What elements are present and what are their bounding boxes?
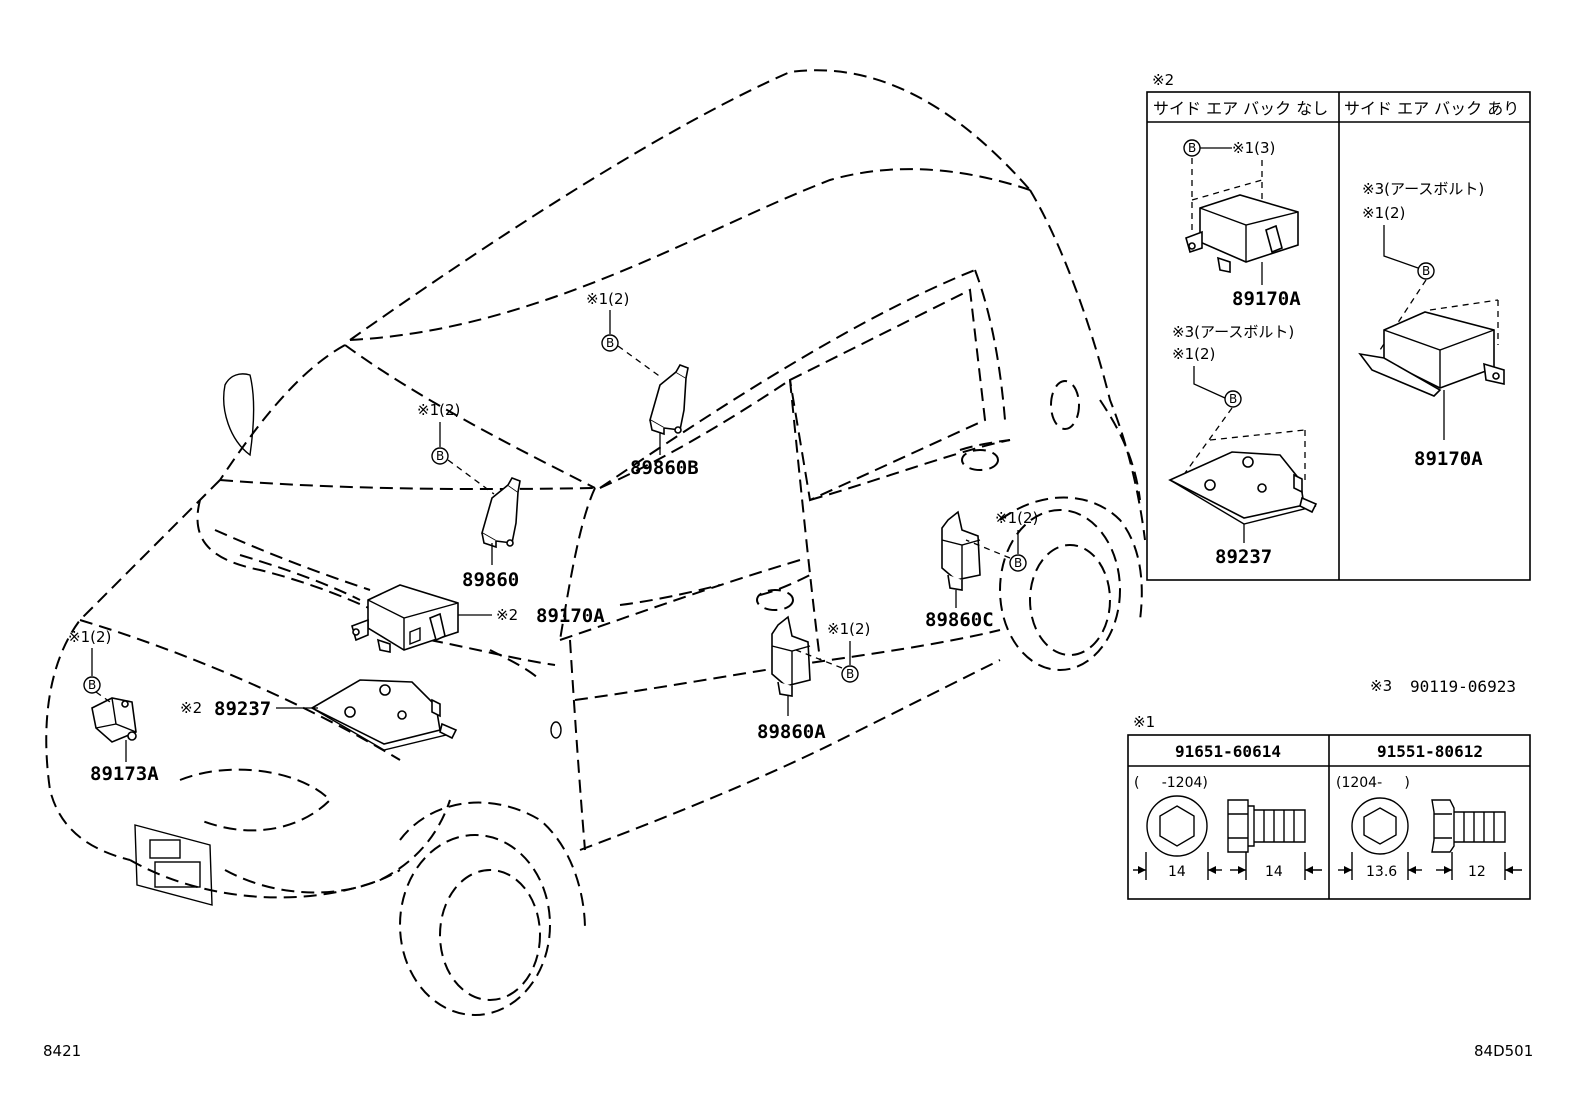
side-table-ref-mid-b: ※1(2) (1172, 345, 1215, 363)
bolt-b-letter: B (88, 678, 96, 692)
ref-label-89170a: ※2 (496, 606, 518, 624)
sensor-89860b-icon (649, 364, 689, 436)
bolt-b-letter: B (1188, 141, 1196, 155)
bolt-dim-1a: 14 (1168, 864, 1186, 880)
sensor-89173a-icon (91, 697, 137, 743)
ref-label-89860a: ※1(2) (827, 620, 870, 638)
part-label-89860: 89860 (462, 569, 519, 591)
bolt-table-part-1: 91651-60614 (1175, 742, 1281, 761)
bolt-table-part-2: 91551-80612 (1377, 742, 1483, 761)
bolt-b-marker (1417, 262, 1435, 280)
bolt-b-marker (1009, 554, 1027, 572)
part-label-89860a: 89860A (757, 721, 826, 743)
side-table-ref-top: ※1(3) (1232, 139, 1275, 157)
side-table-part-col2: 89170A (1414, 448, 1483, 470)
side-table-note: ※2 (1152, 71, 1174, 89)
part-label-89237: 89237 (214, 698, 271, 720)
part-label-89173a: 89173A (90, 763, 159, 785)
side-table-header-with: サイド エア バック あり (1344, 99, 1519, 118)
side-table-part-bottom: 89237 (1215, 546, 1272, 568)
side-table-header-without: サイド エア バック なし (1153, 99, 1328, 118)
bolt-table: ※1 91651-60614 91551-80612 ( -1204) (120… (1127, 713, 1531, 900)
bolt-b-letter: B (846, 667, 854, 681)
airbag-ecu-89170a-icon (351, 584, 459, 653)
sensor-89860a-icon (771, 615, 811, 697)
bolt-dim-2b: 12 (1468, 864, 1486, 880)
bolt-b-letter: B (436, 449, 444, 463)
footer-left-code: 8421 (43, 1042, 81, 1060)
bolt-table-range-2: (1204- ) (1336, 775, 1410, 791)
side-table-ref-mid-a: ※3(アースボルト) (1172, 323, 1294, 341)
bolt-table-note: ※1 (1133, 713, 1155, 731)
ref-label-89860b: ※1(2) (586, 290, 629, 308)
ref-label-89860c: ※1(2) (995, 509, 1038, 527)
bolt-b-marker (841, 665, 859, 683)
bolt-table-range-1: ( -1204) (1134, 775, 1208, 791)
bolt-b-marker (83, 676, 101, 694)
side-table-part-top: 89170A (1232, 288, 1301, 310)
part-label-89860c: 89860C (925, 609, 994, 631)
side-airbag-table: ※2 サイド エア バック なし サイド エア バック あり B ※1(3) 8… (1146, 71, 1531, 581)
side-table-ref-col2-a: ※3(アースボルト) (1362, 180, 1484, 198)
bolt-b-letter: B (1422, 264, 1430, 278)
side-table-ref-col2-b: ※1(2) (1362, 204, 1405, 222)
bolt-dim-1b: 14 (1265, 864, 1283, 880)
bolt-dim-2a: 13.6 (1366, 864, 1397, 880)
part-label-89170a: 89170A (536, 605, 605, 627)
ref-label-89860: ※1(2) (417, 401, 460, 419)
sensor-89860-icon (481, 477, 521, 549)
bolt-b-marker (601, 334, 619, 352)
car-outline (45, 69, 1146, 1016)
ref-label-89173a: ※1(2) (68, 628, 111, 646)
bolt-b-letter: B (606, 336, 614, 350)
bolt-b-marker (431, 447, 449, 465)
ref-label-89237: ※2 (180, 699, 202, 717)
sensor-89860c-icon (941, 510, 981, 591)
bolt-note-mark: ※3 (1370, 677, 1392, 695)
part-label-89860b: 89860B (630, 457, 699, 479)
bolt-note-part-no: 90119-06923 (1410, 677, 1516, 696)
bolt-b-letter: B (1014, 556, 1022, 570)
footer-right-code: 84D501 (1474, 1042, 1533, 1060)
bolt-b-marker (1224, 390, 1242, 408)
bracket-89237-icon (310, 679, 458, 751)
bolt-b-letter: B (1229, 392, 1237, 406)
